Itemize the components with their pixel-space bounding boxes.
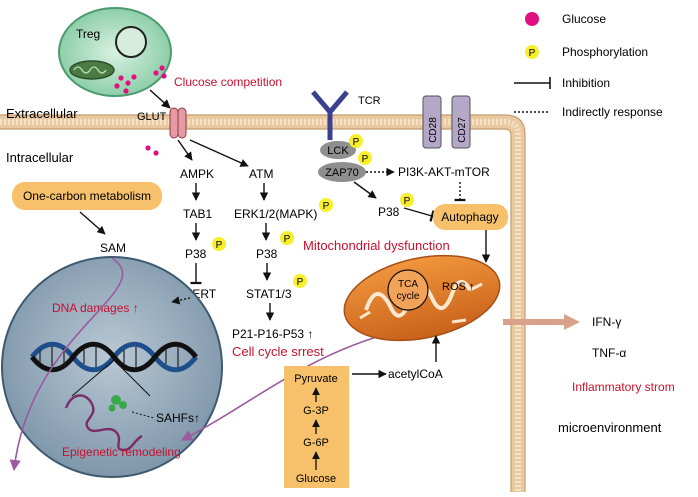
cytokine-ifn: IFN-γ: [592, 315, 621, 329]
legend-glucose-label: Glucose: [562, 12, 606, 26]
cd28-receptor: CD28: [422, 95, 442, 149]
phospho-badge-stat: P: [293, 274, 307, 288]
sahfs-label: SAHFs↑: [156, 411, 200, 425]
glucose-node: Glucose: [296, 473, 336, 485]
cd27-receptor: CD27: [451, 95, 471, 149]
g6p-node: G-6P: [303, 437, 329, 449]
treg-label: Treg: [76, 27, 100, 41]
tca-line1: TCA: [398, 279, 418, 290]
lck-label: LCK: [327, 145, 349, 157]
ros-label: ROS ↑: [442, 281, 474, 293]
glucose-competition-label: Clucose competition: [174, 75, 282, 89]
acetylcoa-node: acetylCoA: [388, 367, 443, 381]
cell-membrane: [0, 114, 526, 492]
phospho-badge-erk: P: [319, 198, 333, 212]
cytokine-tnf: TNF-α: [592, 346, 626, 360]
autophagy-box: [433, 204, 508, 230]
treg-cell: Treg: [58, 7, 172, 97]
legend-phospho-icon: [525, 45, 539, 59]
p38-left-node: P38: [185, 247, 207, 261]
g3p-node: G-3P: [303, 405, 329, 417]
svg-text:P: P: [297, 277, 304, 288]
tcr-label: TCR: [358, 95, 381, 107]
phospho-badge-p38-left: P: [212, 237, 226, 251]
legend-glucose-icon: [525, 12, 539, 26]
chromatin-icon: [64, 359, 151, 452]
ampk-node: AMPK: [180, 167, 214, 181]
lck-node: [320, 141, 356, 159]
extracellular-label: Extracellular: [6, 106, 78, 121]
pyruvate-node: Pyruvate: [294, 373, 337, 385]
cd28-label: CD28: [428, 117, 439, 143]
phospho-badge-p38-mid: P: [280, 231, 294, 245]
legend-indirect-label: Indirectly response: [562, 105, 663, 119]
pi3k-node: PI3K-AKT-mTOR: [398, 165, 490, 179]
autophagy-node: Autophagy: [441, 210, 498, 224]
svg-text:P: P: [216, 240, 223, 251]
sam-node: SAM: [100, 241, 126, 255]
zap70-label: ZAP70: [325, 167, 359, 179]
acetylcoa-to-epigenetic-arrow: [181, 335, 381, 441]
phospho-badge-p38-right: P: [400, 193, 414, 207]
atm-node: ATM: [249, 167, 273, 181]
p38-inhibits-autophagy: [403, 207, 435, 222]
erk-node: ERK1/2(MAPK): [234, 207, 317, 221]
glut-to-atm-arrow: [189, 139, 249, 167]
dna-helix-icon: [30, 341, 198, 373]
zap70-to-p38-arrow: [353, 181, 377, 199]
svg-text:P: P: [404, 196, 411, 207]
mito-dysfunction-label: Mitochondrial dysfunction: [303, 238, 450, 253]
p21-node: P21-P16-P53 ↑: [232, 327, 313, 341]
legend-inhibition-label: Inhibition: [562, 76, 610, 90]
phospho-badge-zap70: P: [358, 151, 372, 165]
nucleus: [1, 256, 223, 478]
legend-phospho-label: Phosphorylation: [562, 45, 648, 59]
svg-text:P: P: [353, 137, 360, 148]
zap70-node: [318, 162, 366, 182]
legend: Glucose P Phosphorylation Inhibition Ind…: [514, 12, 663, 119]
cd27-label: CD27: [457, 117, 468, 143]
cytokine-arrowhead: [564, 314, 580, 330]
stat-node: STAT1/3: [246, 287, 292, 301]
tcr-receptor: [311, 90, 349, 140]
treg-to-glut-arrow: [149, 89, 171, 109]
one-carbon-box: [12, 182, 162, 210]
tca-cycle-icon: [387, 269, 429, 311]
tab1-node: TAB1: [183, 207, 212, 221]
microenvironment-label: microenvironment: [558, 420, 662, 435]
glut-label: GLUT: [137, 111, 167, 123]
intracellular-label: Intracellular: [6, 150, 74, 165]
tert-to-dna-arrow: [171, 296, 191, 305]
sam-to-epigenetic-arrow: [9, 257, 124, 472]
phospho-badge-lck: P: [349, 134, 363, 148]
legend-phospho-symbol: P: [529, 48, 536, 59]
svg-text:P: P: [284, 234, 291, 245]
glut-transporter: [169, 107, 187, 139]
onecarbon-to-sam-arrow: [79, 211, 106, 235]
epigenetic-remodeling-label: Epigenetic remodeling: [62, 445, 181, 459]
inflammatory-storm-label: Inflammatory strom: [572, 380, 675, 394]
p38-mid-node: P38: [256, 247, 278, 261]
cell-cycle-arrest-label: Cell cycle srrest: [232, 344, 324, 359]
phospho-badges: P P P P P P P: [212, 134, 414, 288]
p38-right-node: P38: [378, 205, 400, 219]
svg-text:P: P: [362, 154, 369, 165]
glucose-dots: [114, 65, 167, 156]
one-carbon-node: One-carbon metabolism: [23, 189, 151, 203]
glut-to-ampk-arrow: [177, 139, 193, 161]
dna-damage-label: DNA damages ↑: [52, 301, 139, 315]
tca-line2: cycle: [397, 291, 420, 302]
svg-text:P: P: [323, 201, 330, 212]
